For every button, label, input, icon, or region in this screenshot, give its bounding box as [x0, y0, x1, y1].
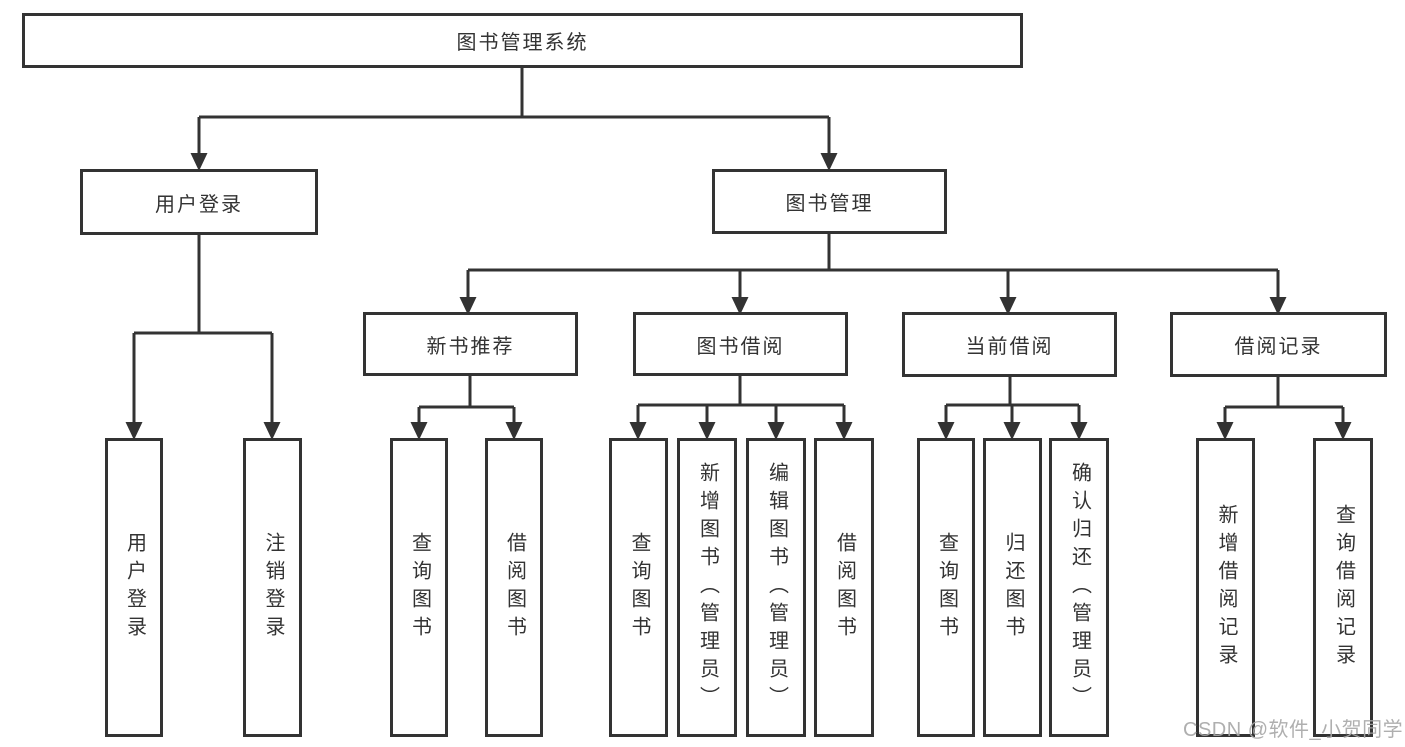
connector-root-to-level1: [190, 68, 838, 171]
connector-line: [417, 376, 516, 423]
leaf-borrow-edit-books-admin-label: 编辑图书（管理员）: [765, 461, 788, 714]
node-current-borrow-label: 当前借阅: [965, 336, 1054, 358]
node-current-borrow: 当前借阅: [902, 312, 1117, 377]
leaf-recommend-query-books-label: 查询图书: [408, 531, 431, 644]
connector-line: [1223, 376, 1345, 423]
leaf-records-query-record-label: 查询借阅记录: [1332, 503, 1355, 672]
node-borrow-records-label: 借阅记录: [1234, 336, 1323, 358]
leaf-logout-login: 注销登录: [243, 438, 302, 737]
leaf-borrow-borrow-books: 借阅图书: [814, 438, 874, 737]
node-book-borrow-label: 图书借阅: [696, 335, 785, 358]
leaf-current-confirm-return-admin: 确认归还（管理员）: [1049, 438, 1109, 737]
connector-book-borrow-children: [629, 376, 853, 440]
leaf-current-query-books-label: 查询图书: [935, 531, 958, 644]
node-book-management: 图书管理: [712, 169, 947, 234]
node-root: 图书管理系统: [22, 13, 1023, 68]
leaf-borrow-query-books-label: 查询图书: [628, 531, 650, 644]
node-user-login: 用户登录: [80, 169, 318, 235]
connector-line: [197, 68, 831, 154]
connector-new-book-recommend-children: [410, 376, 523, 440]
leaf-records-add-record: 新增借阅记录: [1196, 438, 1255, 737]
connector-line: [466, 234, 1280, 298]
leaf-recommend-borrow-books-label: 借阅图书: [503, 531, 526, 644]
leaf-current-return-books-label: 归还图书: [1002, 531, 1024, 644]
connector-book-management-children: [459, 234, 1287, 315]
node-new-book-recommend: 新书推荐: [363, 312, 578, 376]
leaf-user-login-label: 用户登录: [123, 531, 146, 644]
connector-current-borrow-children: [937, 376, 1088, 440]
watermark: CSDN @软件_小贺同学: [1183, 719, 1404, 741]
leaf-borrow-edit-books-admin: 编辑图书（管理员）: [746, 438, 806, 737]
leaf-borrow-add-books-admin: 新增图书（管理员）: [677, 438, 737, 737]
node-book-management-label: 图书管理: [785, 193, 874, 215]
leaf-borrow-add-books-admin-label: 新增图书（管理员）: [696, 461, 719, 714]
leaf-records-query-record: 查询借阅记录: [1313, 438, 1373, 737]
node-user-login-label: 用户登录: [155, 193, 243, 216]
leaf-borrow-borrow-books-label: 借阅图书: [833, 531, 856, 644]
leaf-records-add-record-label: 新增借阅记录: [1215, 503, 1237, 672]
node-borrow-records: 借阅记录: [1170, 312, 1387, 377]
connector-line: [132, 234, 274, 423]
node-book-borrow: 图书借阅: [633, 312, 848, 376]
leaf-logout-login-label: 注销登录: [262, 531, 284, 644]
leaf-user-login: 用户登录: [105, 438, 163, 737]
node-new-book-recommend-label: 新书推荐: [426, 335, 515, 358]
leaf-recommend-query-books: 查询图书: [390, 438, 448, 737]
connector-borrow-records-children: [1216, 376, 1352, 440]
leaf-current-query-books: 查询图书: [917, 438, 975, 737]
connector-line: [944, 376, 1081, 423]
connector-user-login-children: [125, 234, 281, 440]
leaf-recommend-borrow-books: 借阅图书: [485, 438, 543, 737]
leaf-current-confirm-return-admin-label: 确认归还（管理员）: [1068, 461, 1091, 714]
leaf-borrow-query-books: 查询图书: [609, 438, 668, 737]
connector-line: [636, 376, 846, 423]
leaf-current-return-books: 归还图书: [983, 438, 1042, 737]
node-root-label: 图书管理系统: [456, 32, 589, 54]
